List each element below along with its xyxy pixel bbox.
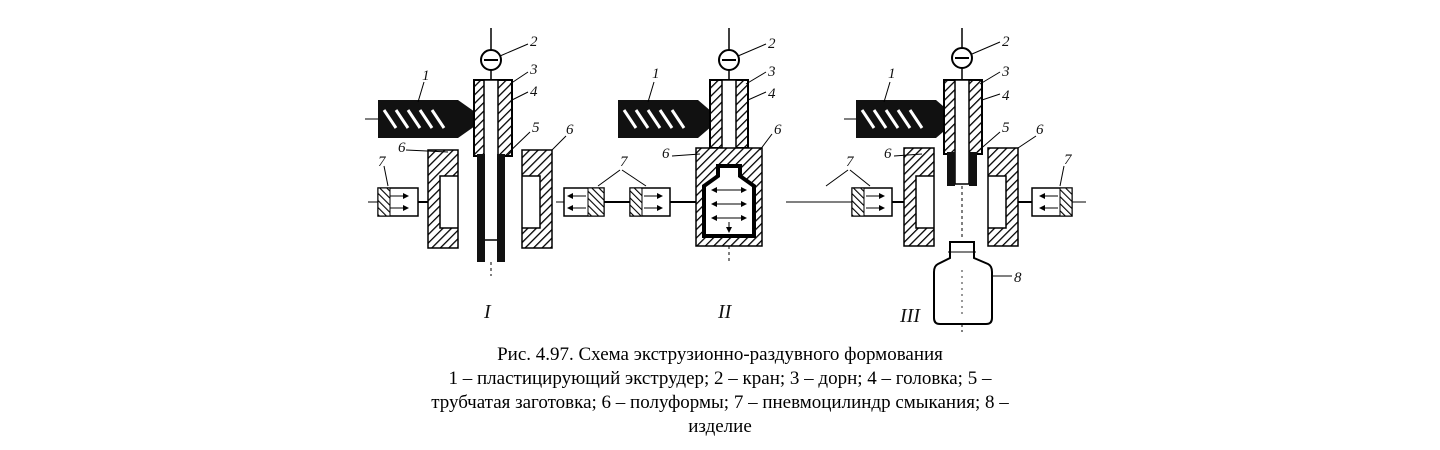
stage-3-numeral: III [899,305,921,327]
label-3: 3 [1001,64,1010,80]
caption-legend-line-3: изделие [688,416,752,437]
label-1: 1 [652,66,660,82]
label-6-right: 6 [566,122,574,138]
half-mold-left [903,147,935,247]
stage-2: 1 2 3 4 6 6 7 II [556,28,782,323]
label-2: 2 [530,34,538,50]
half-mold-right [987,147,1019,247]
label-3: 3 [529,62,538,78]
label-1: 1 [888,66,896,82]
label-4: 4 [1002,88,1010,104]
label-3: 3 [767,64,776,80]
label-7-left: 7 [846,154,855,170]
label-7: 7 [378,154,387,170]
parison [947,152,955,186]
parison [477,154,485,262]
label-6-left: 6 [662,146,670,162]
label-7-right: 7 [1064,152,1073,168]
label-4: 4 [768,86,776,102]
figure-caption: Рис. 4.97. Схема экструзионно-раздувного… [370,343,1070,439]
stage-1: 1 2 3 4 5 6 6 7 I [365,28,574,323]
label-4: 4 [530,84,538,100]
stage-1-numeral: I [483,301,492,323]
label-6-right: 6 [774,122,782,138]
bottle-product [933,241,993,325]
label-6-left: 6 [398,140,406,156]
label-5: 5 [532,120,540,136]
label-6-right: 6 [1036,122,1044,138]
label-8: 8 [1014,270,1022,286]
label-7: 7 [620,154,629,170]
extrusion-blow-molding-diagram: 1 2 3 4 5 6 6 7 I [365,28,1086,332]
caption-title: Рис. 4.97. Схема экструзионно-раздувного… [497,344,943,365]
stage-2-numeral: II [717,301,733,323]
label-6-left: 6 [884,146,892,162]
label-2: 2 [768,36,776,52]
caption-legend-line-2: трубчатая заготовка; 6 – полуформы; 7 – … [431,392,1009,413]
stage-3: 1 2 3 4 5 6 6 7 7 8 III [786,28,1086,332]
half-mold-left [427,149,459,249]
label-2: 2 [1002,34,1010,50]
caption-legend-line-1: 1 – пластицирующий экструдер; 2 – кран; … [448,368,992,389]
label-1: 1 [422,68,430,84]
half-mold-right [521,149,553,249]
label-5: 5 [1002,120,1010,136]
